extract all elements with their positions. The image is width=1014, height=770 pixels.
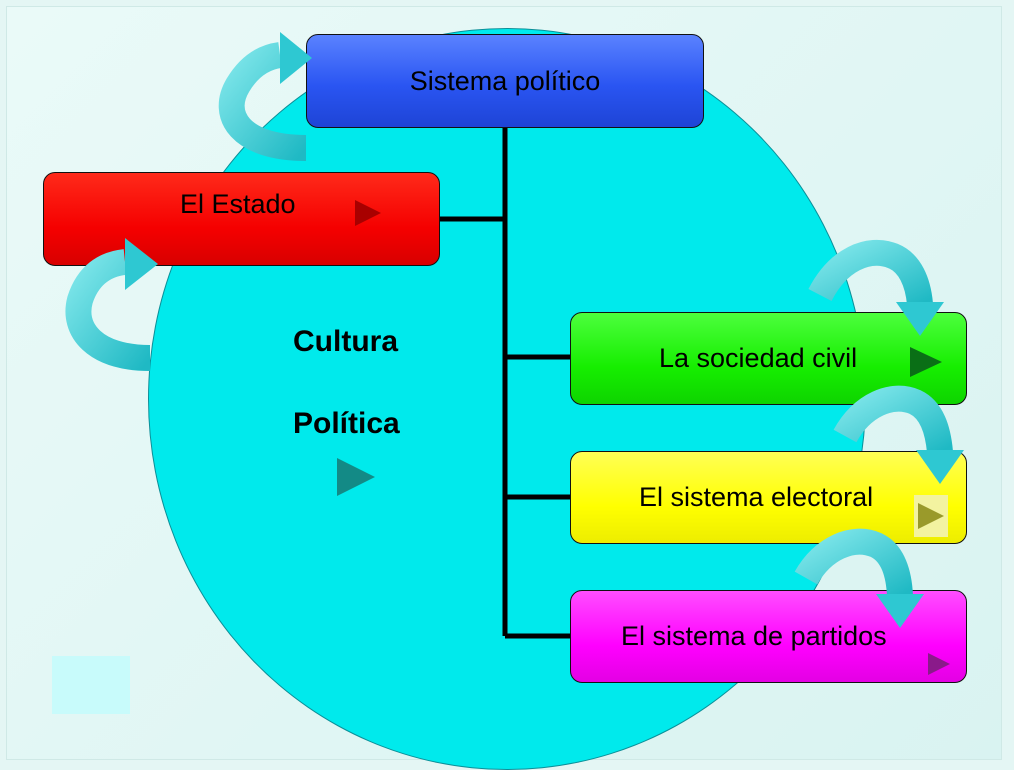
play-triangle-icon[interactable] xyxy=(337,458,375,496)
curved-arrow-icon xyxy=(896,302,944,336)
node-el-estado-label: El Estado xyxy=(180,189,296,219)
curved-arrow-icon xyxy=(876,594,924,628)
node-sistema-politico[interactable]: Sistema político xyxy=(306,34,704,128)
curved-arrow-icon xyxy=(916,450,964,484)
play-triangle-icon[interactable] xyxy=(928,653,950,675)
node-sociedad-civil-label: La sociedad civil xyxy=(659,343,858,373)
node-sistema-electoral[interactable]: El sistema electoral xyxy=(570,451,967,544)
node-sistema-partidos-label: El sistema de partidos xyxy=(621,621,887,651)
curved-arrow-icon xyxy=(218,42,307,161)
play-triangle-icon[interactable] xyxy=(918,503,944,529)
center-label-line1: Cultura xyxy=(293,325,398,358)
curved-arrow-icon xyxy=(280,32,312,84)
curved-arrow-icon xyxy=(808,239,933,306)
curved-arrow-icon xyxy=(833,385,953,454)
center-label: Cultura Política xyxy=(293,322,453,486)
curved-arrow-icon xyxy=(65,249,151,371)
play-triangle-icon[interactable] xyxy=(910,347,942,377)
decorative-square xyxy=(52,656,130,714)
play-triangle-icon[interactable] xyxy=(355,200,381,226)
node-sistema-politico-label: Sistema político xyxy=(409,65,601,96)
curved-arrow-icon xyxy=(794,528,913,597)
tree-connectors xyxy=(440,128,570,639)
curved-arrow-icon xyxy=(125,238,158,290)
center-label-line2: Política xyxy=(293,407,400,440)
node-sistema-electoral-label: El sistema electoral xyxy=(639,482,874,512)
